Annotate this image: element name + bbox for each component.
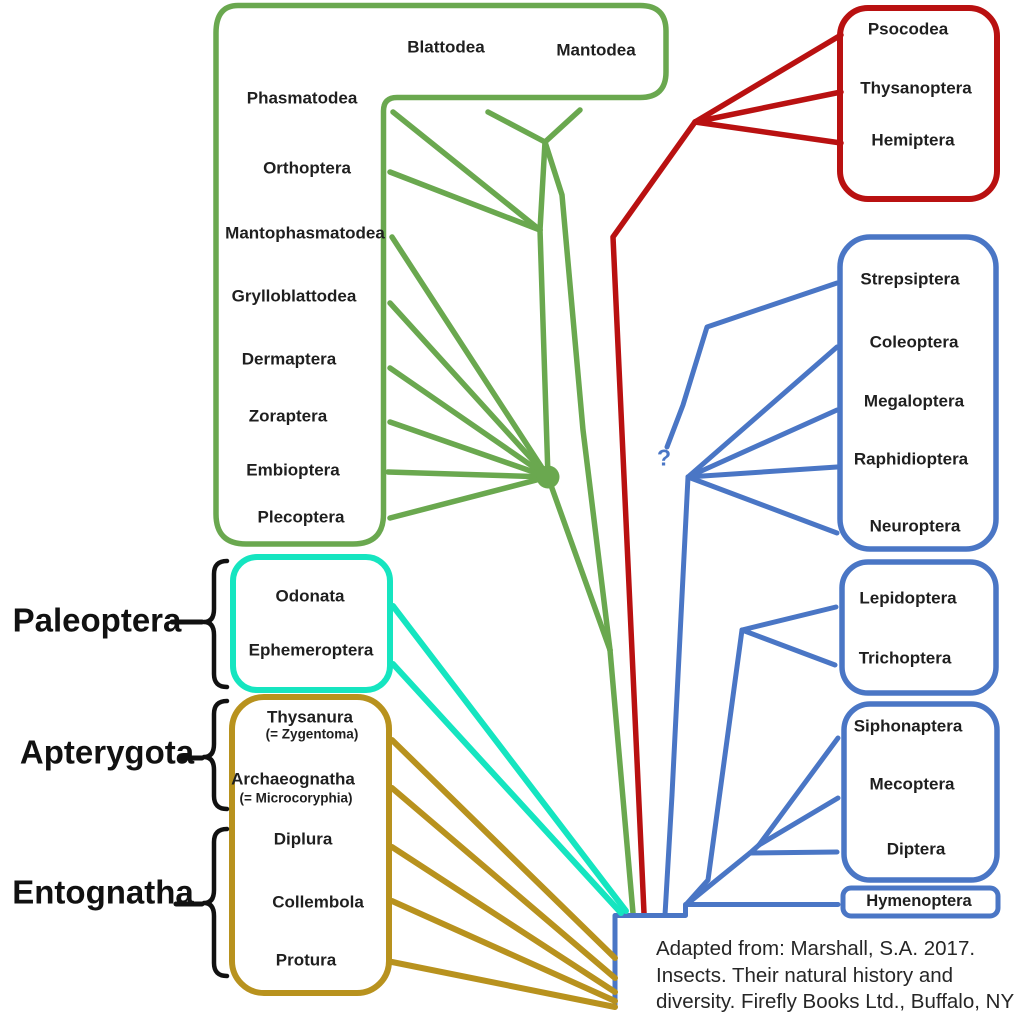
polyneoptera-polytomy-node (536, 465, 560, 489)
taxon-label-plecoptera: Plecoptera (257, 507, 345, 527)
group-label-entognatha: Entognatha (12, 873, 194, 911)
taxon-label-raphidioptera: Raphidioptera (853, 449, 969, 469)
taxon-label-blattodea: Blattodea (407, 37, 485, 57)
attribution-line-2: Insects. Their natural history and (656, 963, 954, 987)
taxon-label-thysanura: Thysanura (267, 707, 353, 727)
polyneoptera-box (213, 2, 669, 547)
paleoptera-brace (201, 558, 230, 690)
taxon-label-diplura: Diplura (273, 829, 333, 849)
taxon-label-ephemeroptera: Ephemeroptera (248, 640, 374, 660)
taxon-label-orthoptera: Orthoptera (263, 158, 351, 178)
taxon-label-diptera: Diptera (886, 839, 946, 859)
taxon-label-grylloblattodea: Grylloblattodea (231, 286, 357, 306)
taxon-label-odonata: Odonata (275, 586, 345, 606)
taxon-label-psocodea: Psocodea (867, 19, 949, 39)
clade-boxes (213, 2, 1001, 996)
taxon-label-protura: Protura (275, 950, 337, 970)
taxon-label-hymenoptera: Hymenoptera (866, 891, 972, 910)
uncertainty-question-mark: ? (656, 444, 672, 471)
taxon-label-dermaptera: Dermaptera (241, 349, 337, 369)
taxon-label-strepsiptera: Strepsiptera (860, 269, 960, 289)
paraneoptera-box (837, 5, 1000, 202)
group-label-paleoptera: Paleoptera (12, 601, 182, 639)
taxon-label-zoraptera: Zoraptera (248, 406, 328, 426)
hymenoptera-box (840, 885, 1001, 919)
coleopterida-box (837, 234, 999, 552)
paleoptera-branches (390, 603, 629, 916)
taxon-label-hemiptera: Hemiptera (871, 130, 955, 150)
paleoptera-box (230, 554, 393, 693)
taxon-label-phasmatodea: Phasmatodea (246, 88, 358, 108)
holometabola-branches (612, 280, 841, 1010)
taxon-label-mantophasmatodea: Mantophasmatodea (225, 223, 385, 243)
taxon-label-coleoptera: Coleoptera (869, 332, 959, 352)
apterygota-brace (201, 698, 230, 812)
taxon-label-neuroptera: Neuroptera (869, 516, 961, 536)
polyneoptera-branches (385, 107, 636, 916)
attribution-text: Adapted from: Marshall, S.A. 2017. Insec… (656, 936, 1014, 1016)
taxon-label-trichoptera: Trichoptera (858, 648, 952, 668)
main-trunk (612, 902, 841, 1010)
attribution-line-1: Adapted from: Marshall, S.A. 2017. (656, 937, 976, 960)
antliophora-box (841, 701, 1000, 883)
taxon-label-mecoptera: Mecoptera (869, 774, 955, 794)
group-label-apterygota: Apterygota (19, 733, 195, 771)
apterygota-entognatha-box (229, 694, 392, 996)
paraneoptera-branches (610, 32, 844, 916)
taxon-label-collembola: Collembola (272, 892, 364, 912)
taxon-label-lepidoptera: Lepidoptera (859, 588, 957, 608)
taxon-label-megaloptera: Megaloptera (863, 391, 965, 411)
entognatha-brace (201, 826, 230, 979)
taxon-label-microcoryphia: (= Microcoryphia) (239, 790, 353, 806)
taxon-label-mantodea: Mantodea (556, 40, 636, 60)
amphiesmenoptera-box (839, 559, 999, 696)
group-braces (169, 558, 230, 979)
taxon-label-zygentoma: (= Zygentoma) (265, 726, 359, 742)
strepsiptera-uncertain-branch (664, 280, 840, 450)
attribution-line-3: diversity. Firefly Books Ltd., Buffalo, … (656, 990, 1015, 1013)
taxon-label-thysanoptera: Thysanoptera (860, 78, 972, 98)
taxon-label-archaeognatha: Archaeognatha (231, 769, 355, 789)
taxon-label-siphonaptera: Siphonaptera (853, 716, 963, 736)
taxon-label-embioptera: Embioptera (246, 460, 340, 480)
apterygota-entognatha-branches (389, 737, 618, 1010)
